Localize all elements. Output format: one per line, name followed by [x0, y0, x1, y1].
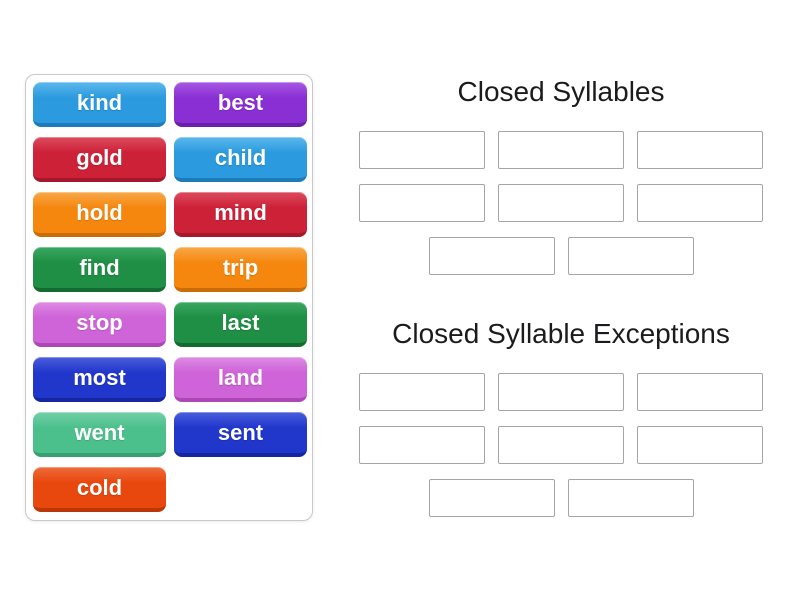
drop-slot[interactable]	[359, 131, 485, 169]
category-title: Closed Syllables	[457, 76, 665, 107]
word-tile-find[interactable]: find	[33, 247, 166, 292]
slot-row	[356, 184, 766, 222]
word-tile-went[interactable]: went	[33, 412, 166, 457]
drop-slot[interactable]	[498, 131, 624, 169]
slot-row	[356, 237, 766, 275]
word-tile-label: mind	[214, 199, 267, 225]
word-tile-last[interactable]: last	[174, 302, 307, 347]
word-tile-label: went	[74, 419, 125, 445]
word-tile-label: trip	[222, 254, 259, 280]
word-tile-cold[interactable]: cold	[33, 467, 166, 512]
word-tile-label: child	[214, 144, 267, 170]
word-tile-kind[interactable]: kind	[33, 82, 166, 127]
word-tile-land[interactable]: land	[174, 357, 307, 402]
word-tile-label: gold	[76, 144, 123, 170]
drop-slot[interactable]	[637, 373, 763, 411]
word-tile-label: cold	[76, 474, 123, 500]
drop-slot[interactable]	[498, 373, 624, 411]
drop-slot[interactable]	[637, 426, 763, 464]
slot-row	[356, 426, 766, 464]
word-tile-gold[interactable]: gold	[33, 137, 166, 182]
category-title: Closed Syllable Exceptions	[392, 318, 730, 349]
word-tile-label: land	[217, 364, 264, 390]
word-bank-grid: kind best gold child hold mind find trip stop las…	[26, 75, 312, 519]
word-tile-mind[interactable]: mind	[174, 192, 307, 237]
drop-slot[interactable]	[498, 184, 624, 222]
drop-slot[interactable]	[567, 237, 694, 275]
word-tile-hold[interactable]: hold	[33, 192, 166, 237]
category-group-closed-syllable-exceptions: Closed Syllable Exceptions	[356, 316, 766, 532]
word-tile-label: stop	[76, 309, 123, 335]
drop-slot[interactable]	[359, 373, 485, 411]
word-bank-panel: kind best gold child hold mind find trip stop las…	[25, 74, 313, 521]
word-tile-label: hold	[76, 199, 123, 225]
drop-slot[interactable]	[359, 426, 485, 464]
slot-row	[356, 479, 766, 517]
drop-slot[interactable]	[428, 237, 555, 275]
word-tile-label: last	[221, 309, 260, 335]
slots	[356, 373, 766, 517]
word-tile-label: most	[73, 364, 126, 390]
word-tile-label: kind	[76, 89, 123, 115]
drop-slot[interactable]	[428, 479, 555, 517]
word-tile-label: find	[79, 254, 120, 280]
word-tile-best[interactable]: best	[174, 82, 307, 127]
word-tile-trip[interactable]: trip	[174, 247, 307, 292]
slots	[356, 131, 766, 275]
drop-slot[interactable]	[359, 184, 485, 222]
slot-row	[356, 131, 766, 169]
drop-slot[interactable]	[498, 426, 624, 464]
drop-slot[interactable]	[637, 184, 763, 222]
word-tile-label: sent	[217, 419, 264, 445]
word-tile-sent[interactable]: sent	[174, 412, 307, 457]
drop-slot[interactable]	[637, 131, 763, 169]
word-tile-label: best	[217, 89, 264, 115]
slot-row	[356, 373, 766, 411]
word-tile-stop[interactable]: stop	[33, 302, 166, 347]
word-tile-child[interactable]: child	[174, 137, 307, 182]
category-group-closed-syllables: Closed Syllables	[356, 74, 766, 290]
drop-slot[interactable]	[567, 479, 694, 517]
word-tile-most[interactable]: most	[33, 357, 166, 402]
